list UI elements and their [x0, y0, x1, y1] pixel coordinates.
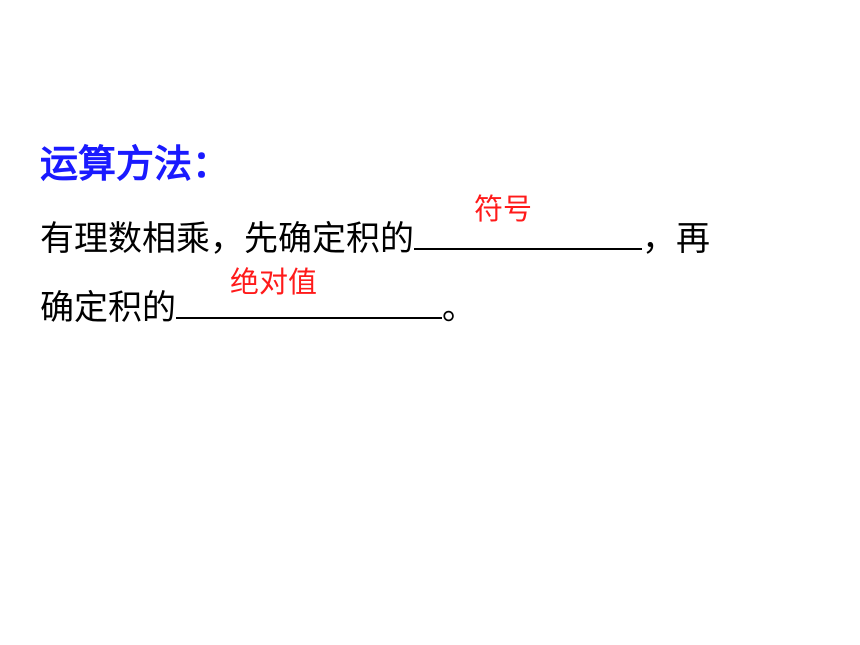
- line1-suffix-text: ，再: [642, 219, 710, 259]
- answer-blank-absolute-value: 绝对值: [176, 265, 442, 319]
- answer-absolute-value-text: 绝对值: [230, 265, 318, 299]
- line1-prefix-text: 有理数相乘，先确定积的: [40, 219, 414, 259]
- answer-sign-text: 符号: [474, 192, 533, 226]
- answer-blank-sign: 符号: [414, 192, 642, 250]
- section-heading: 运算方法：: [40, 142, 231, 186]
- sentence-line-1: 有理数相乘，先确定积的 符号 ，再: [40, 192, 710, 261]
- sentence-line-2: 确定积的 绝对值。: [40, 265, 476, 330]
- line2-suffix-text: 。: [442, 288, 476, 328]
- line2-prefix-text: 确定积的: [40, 288, 176, 328]
